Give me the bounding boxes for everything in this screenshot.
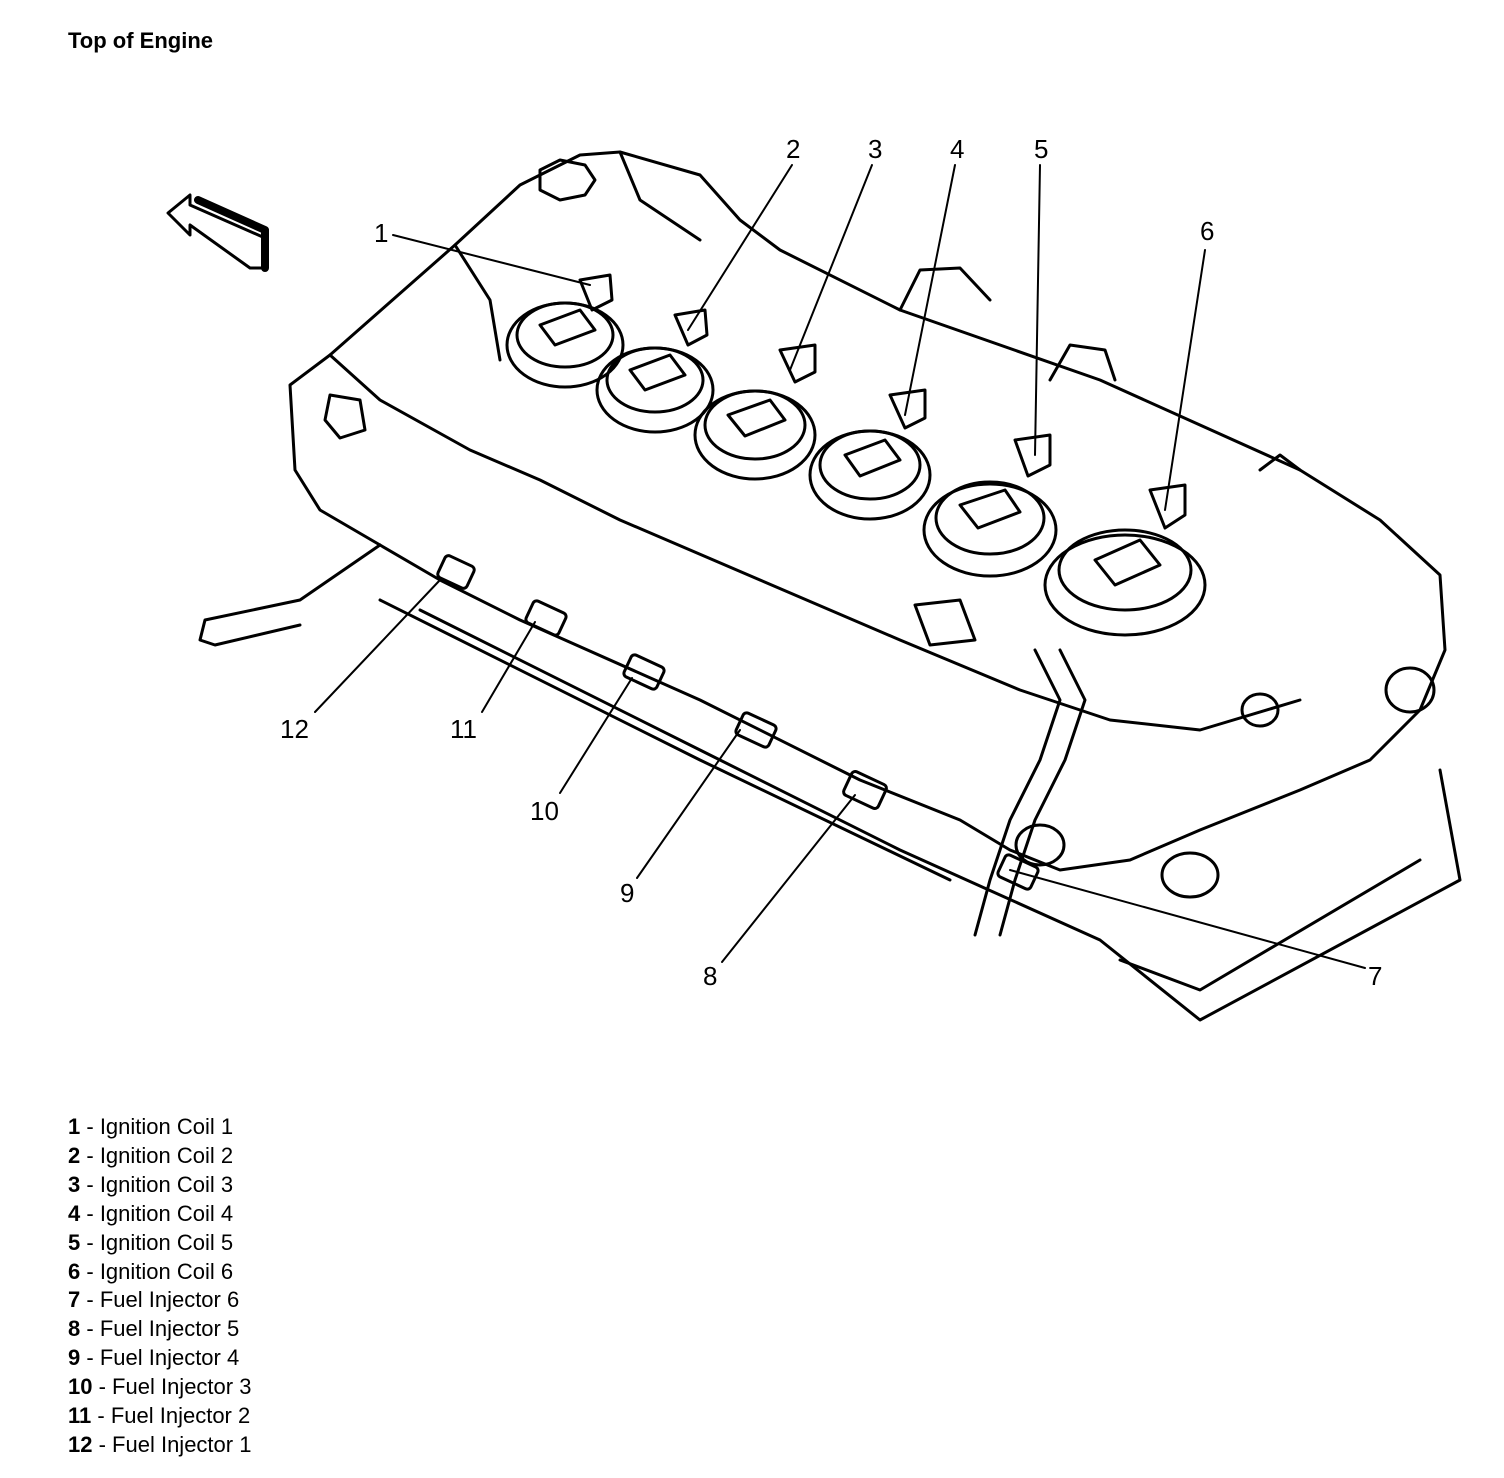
legend-label: Fuel Injector 6 bbox=[99, 1287, 240, 1313]
legend-number: 5 bbox=[68, 1229, 81, 1255]
legend-number: 2 bbox=[68, 1142, 81, 1168]
ignition-coil-1 bbox=[505, 273, 625, 389]
wiring-harness bbox=[913, 598, 1087, 937]
callout-12: 12 bbox=[280, 714, 309, 744]
legend-item: 4 - Ignition Coil 4 bbox=[68, 1200, 251, 1229]
legend-label: Ignition Coil 6 bbox=[99, 1258, 234, 1284]
legend-number: 11 bbox=[68, 1403, 92, 1429]
legend-separator: - bbox=[80, 1200, 100, 1226]
legend-item: 6 - Ignition Coil 6 bbox=[68, 1258, 251, 1287]
legend-label: Fuel Injector 3 bbox=[112, 1374, 252, 1400]
legend-number: 1 bbox=[68, 1114, 81, 1139]
legend-label: Ignition Coil 5 bbox=[99, 1229, 234, 1255]
legend-item: 10 - Fuel Injector 3 bbox=[68, 1373, 251, 1402]
legend-item: 5 - Ignition Coil 5 bbox=[68, 1229, 251, 1258]
fuel-injector-5 bbox=[842, 770, 888, 810]
page-title: Top of Engine bbox=[68, 28, 214, 53]
legend-separator: - bbox=[80, 1316, 100, 1342]
legend-number: 4 bbox=[68, 1200, 81, 1226]
legend-label: Fuel Injector 5 bbox=[99, 1316, 240, 1342]
legend-number: 6 bbox=[68, 1258, 81, 1284]
legend-label: Fuel Injector 2 bbox=[110, 1403, 251, 1429]
fuel-rail bbox=[198, 543, 1462, 1022]
ignition-coil-5 bbox=[922, 433, 1058, 578]
legend-number: 9 bbox=[68, 1345, 81, 1371]
callout-5: 5 bbox=[1034, 134, 1048, 164]
callout-1: 1 bbox=[374, 218, 388, 248]
callout-11: 11 bbox=[450, 714, 477, 744]
legend-label: Ignition Coil 1 bbox=[99, 1114, 234, 1139]
fuel-injector-2 bbox=[524, 599, 568, 637]
legend-label: Fuel Injector 4 bbox=[99, 1345, 240, 1371]
legend-item: 7 - Fuel Injector 6 bbox=[68, 1286, 251, 1315]
legend-separator: - bbox=[80, 1114, 100, 1139]
legend-number: 3 bbox=[68, 1171, 81, 1197]
ignition-coil-6 bbox=[1043, 483, 1207, 637]
legend-number: 12 bbox=[68, 1431, 93, 1457]
callout-3: 3 bbox=[868, 134, 882, 164]
legend-separator: - bbox=[92, 1374, 113, 1400]
fuel-injector-4 bbox=[734, 711, 778, 749]
legend-number: 8 bbox=[68, 1316, 81, 1342]
legend-label: Ignition Coil 4 bbox=[99, 1200, 234, 1226]
callout-4: 4 bbox=[950, 134, 964, 164]
ignition-coil-4 bbox=[808, 388, 932, 521]
ignition-coil-3 bbox=[693, 343, 817, 481]
legend-separator: - bbox=[80, 1171, 100, 1197]
legend-number: 7 bbox=[68, 1287, 81, 1313]
callout-8: 8 bbox=[703, 961, 717, 991]
legend-separator: - bbox=[80, 1142, 100, 1168]
legend-separator: - bbox=[80, 1229, 100, 1255]
legend-item: 8 - Fuel Injector 5 bbox=[68, 1315, 251, 1344]
legend-separator: - bbox=[91, 1403, 111, 1429]
callout-7: 7 bbox=[1368, 961, 1382, 991]
legend: 1 - Ignition Coil 1 2 - Ignition Coil 2 … bbox=[68, 1113, 251, 1460]
callout-6: 6 bbox=[1200, 216, 1214, 246]
legend-item: 1 - Ignition Coil 1 bbox=[68, 1113, 251, 1142]
legend-item: 12 - Fuel Injector 1 bbox=[68, 1431, 251, 1460]
fuel-injector-1 bbox=[436, 554, 476, 590]
legend-item: 2 - Ignition Coil 2 bbox=[68, 1142, 251, 1171]
leader-lines bbox=[314, 164, 1366, 969]
callout-9: 9 bbox=[620, 878, 634, 908]
legend-item: 9 - Fuel Injector 4 bbox=[68, 1344, 251, 1373]
ignition-coil-2 bbox=[595, 308, 715, 434]
front-direction-arrow-icon bbox=[166, 193, 269, 272]
engine-diagram: 1 2 3 4 5 6 7 8 9 10 11 12 bbox=[166, 134, 1462, 1022]
fuel-injector-6 bbox=[996, 853, 1040, 891]
legend-item: 11 - Fuel Injector 2 bbox=[68, 1402, 251, 1431]
legend-label: Fuel Injector 1 bbox=[112, 1431, 252, 1457]
legend-separator: - bbox=[80, 1287, 100, 1313]
legend-separator: - bbox=[80, 1345, 100, 1371]
legend-number: 10 bbox=[68, 1374, 93, 1400]
valve-cover bbox=[288, 150, 1447, 872]
fuel-injector-3 bbox=[622, 653, 666, 691]
callout-10: 10 bbox=[530, 796, 559, 826]
legend-separator: - bbox=[92, 1431, 113, 1457]
legend-label: Ignition Coil 3 bbox=[99, 1171, 234, 1197]
legend-label: Ignition Coil 2 bbox=[99, 1142, 234, 1168]
callout-2: 2 bbox=[786, 134, 800, 164]
legend-item: 3 - Ignition Coil 3 bbox=[68, 1171, 251, 1200]
legend-separator: - bbox=[80, 1258, 100, 1284]
